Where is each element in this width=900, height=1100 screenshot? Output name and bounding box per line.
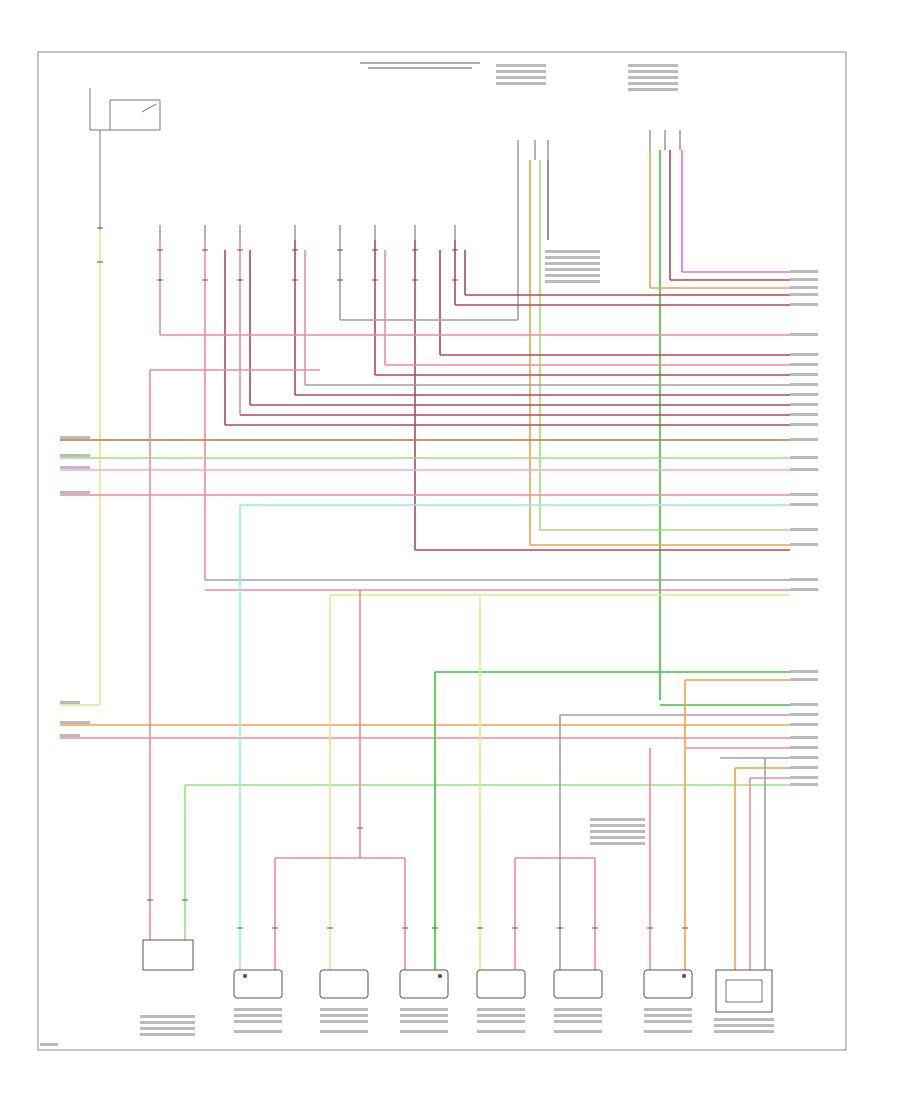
ignition-switch [89, 88, 161, 230]
component-fuel-injector-5 [553, 969, 603, 999]
header-note [360, 62, 480, 69]
label-blocks [40, 64, 818, 1046]
component-ac-refrigerant-pressure-sensor [715, 969, 773, 1013]
component-fuel-injector-3 [399, 969, 449, 999]
upper-vertical-wires [99, 150, 683, 705]
component-fuel-injector-2 [319, 969, 369, 999]
component-fuel-injector-1 [233, 969, 283, 999]
connector-marks [97, 227, 688, 929]
diagram-border [37, 51, 847, 1051]
component-ac-control-module [142, 939, 194, 971]
connector-stubs [159, 130, 681, 240]
horizontal-harness [60, 271, 790, 786]
component-fuel-injector-6 [643, 969, 693, 999]
component-fuel-injector-4 [476, 969, 526, 999]
lower-vertical-wires [149, 370, 766, 970]
